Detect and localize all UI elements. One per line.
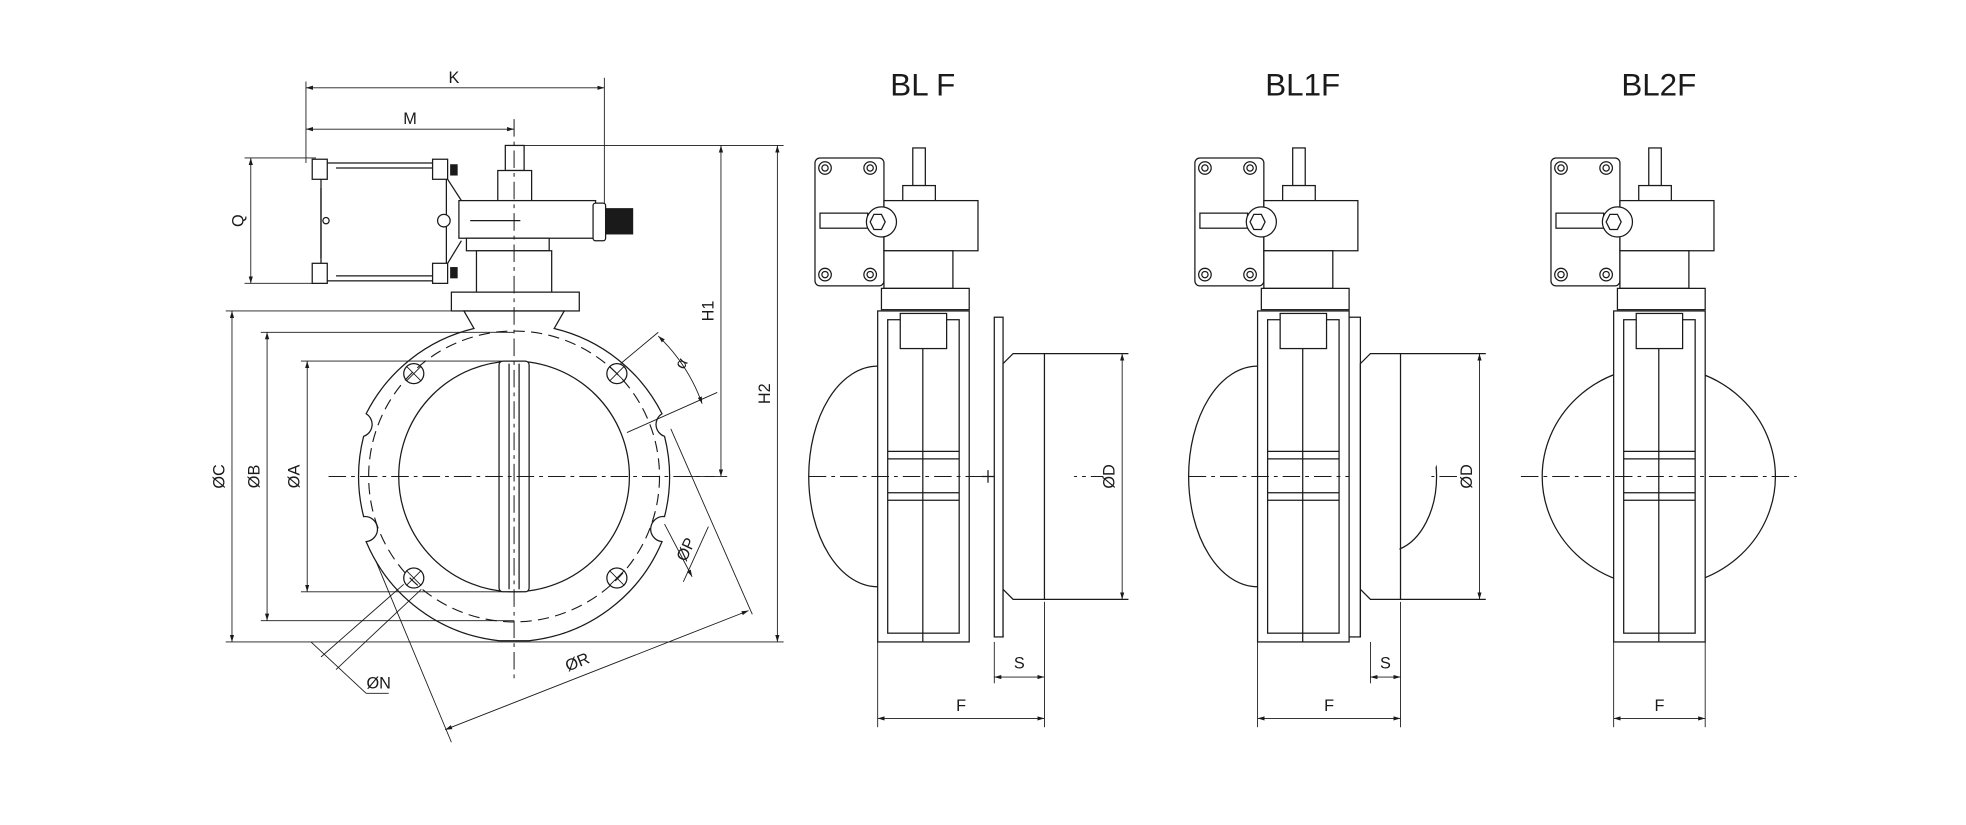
- bolt-icon: [1243, 267, 1257, 282]
- bolt-holes: [403, 362, 628, 589]
- label-c: ØC: [210, 464, 228, 489]
- front-view: K M Q: [210, 69, 784, 743]
- bolt-icon: [1243, 161, 1257, 175]
- side-view-bl1f: BL1F ØD S F: [1187, 67, 1486, 728]
- label-s: S: [1380, 654, 1391, 672]
- valve-body: [328, 119, 715, 684]
- hex-nut-icon: [1601, 206, 1634, 238]
- valve-body: [877, 310, 970, 643]
- label-s: S: [1014, 654, 1025, 672]
- bolt-icon: [863, 267, 878, 282]
- label-k: K: [448, 69, 459, 87]
- dimension-q: Q: [229, 157, 316, 284]
- bolt-icon: [818, 267, 832, 282]
- bolt-icon: [1599, 267, 1614, 282]
- label-m: M: [403, 110, 417, 128]
- label-h2: H2: [756, 383, 774, 404]
- dimension-f: F: [1257, 641, 1401, 728]
- actuator: [814, 147, 979, 311]
- side-views: BL F ØD S F BL1F ØD S F BL2F F: [808, 67, 1797, 728]
- bolt-icon: [863, 161, 878, 175]
- dimension-f: F: [1613, 641, 1706, 728]
- label-a: ØA: [286, 465, 304, 489]
- dimension-b: ØB: [246, 331, 515, 622]
- valve-body: [1256, 310, 1350, 643]
- label-n: ØN: [366, 674, 390, 692]
- side-view-blf: BL F ØD S F: [808, 67, 1129, 728]
- dimension-s: S: [993, 601, 1045, 728]
- dimension-s: S: [1369, 601, 1401, 728]
- label-b: ØB: [246, 465, 264, 489]
- label-q: Q: [229, 214, 247, 227]
- label-d: ØD: [1458, 464, 1476, 488]
- pneumatic-actuator: [311, 158, 462, 284]
- dimension-h1: H1: [514, 145, 784, 477]
- bolt-icon: [1554, 161, 1568, 175]
- bolt-icon: [1599, 161, 1614, 175]
- bolt-icon: [818, 161, 832, 175]
- dimension-m: M: [305, 110, 515, 132]
- dimension-f: F: [877, 641, 1045, 728]
- label-f: F: [1324, 697, 1334, 715]
- dimension-k: K: [305, 69, 605, 207]
- label-r: ØR: [563, 649, 592, 675]
- label-angle: α: [671, 355, 691, 372]
- view-title: BL2F: [1621, 67, 1696, 102]
- bolt-icon: [1554, 267, 1568, 282]
- label-p: ØP: [673, 535, 699, 564]
- bolt-icon: [1198, 267, 1212, 282]
- dimension-a: ØA: [286, 360, 502, 593]
- hex-nut-icon: [865, 206, 898, 238]
- dimension-n: ØN: [310, 583, 422, 694]
- label-f: F: [956, 697, 966, 715]
- dimension-h2: H2: [756, 145, 780, 642]
- side-view-bl2f: BL2F F: [1520, 67, 1797, 728]
- view-title: BL1F: [1265, 67, 1340, 102]
- actuator: [1550, 147, 1715, 311]
- dimension-p: ØP: [664, 523, 709, 582]
- disc-outline: [1187, 365, 1258, 588]
- actuator: [1194, 147, 1359, 311]
- dimension-d: ØD: [1101, 353, 1125, 600]
- gearbox: [450, 144, 634, 312]
- hex-nut-icon: [1245, 206, 1278, 238]
- label-f: F: [1654, 697, 1664, 715]
- label-d: ØD: [1101, 464, 1119, 488]
- view-title: BL F: [890, 67, 955, 102]
- label-h1: H1: [699, 301, 717, 322]
- dimension-d: ØD: [1458, 353, 1482, 600]
- bolt-icon: [1198, 161, 1212, 175]
